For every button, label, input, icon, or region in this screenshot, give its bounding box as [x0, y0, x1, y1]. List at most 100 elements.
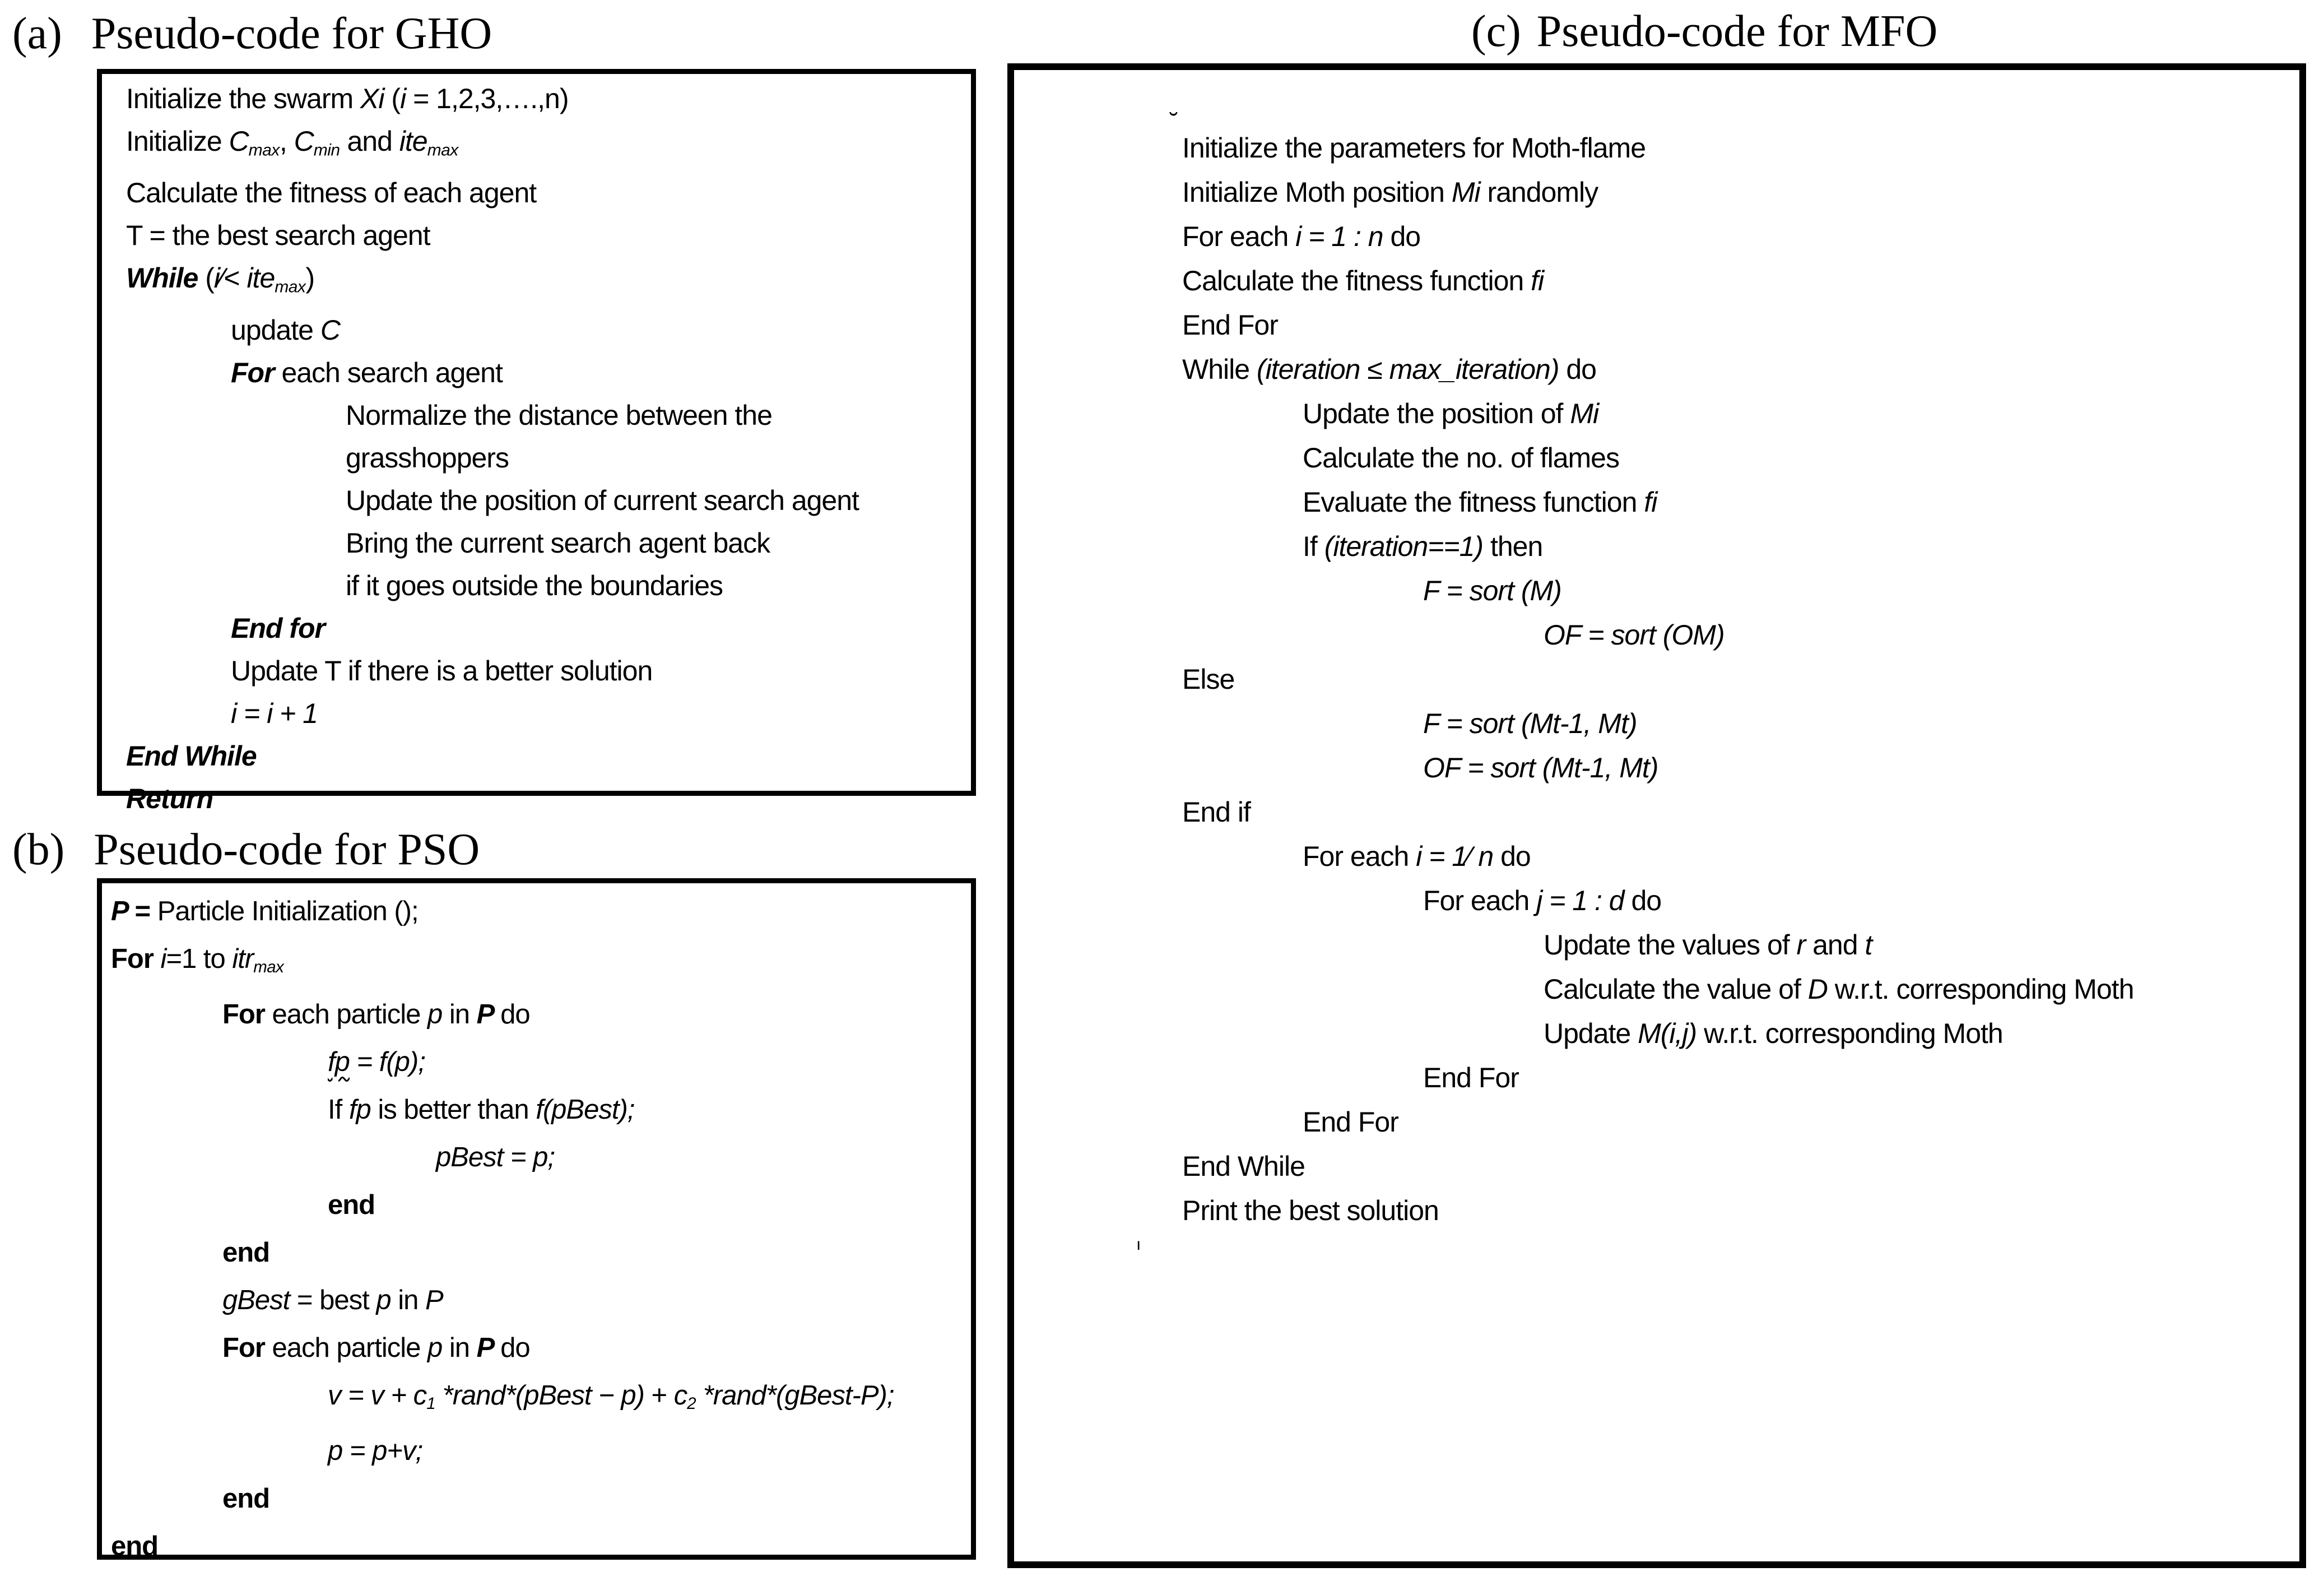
code-segment: i = 1: [1416, 841, 1467, 872]
code-segment: (iteration ≤ max_iteration): [1256, 354, 1560, 385]
code-segment: end: [328, 1190, 375, 1221]
code-segment: do: [1624, 885, 1662, 916]
code-line: End For: [1423, 1056, 2299, 1100]
code-segment: Initialize the swarm: [126, 83, 361, 114]
code-segment: i = 1 : n: [1295, 221, 1383, 252]
code-segment: ⁄: [1467, 841, 1479, 872]
code-segment: max: [253, 958, 284, 977]
code-line: gBest = best p in P: [222, 1277, 971, 1324]
code-segment: Update T if there is a better solution: [231, 655, 653, 687]
scan-artifact: ˘: [1170, 108, 1178, 136]
code-line: For each search agent: [231, 351, 971, 394]
code-segment: P: [111, 896, 135, 926]
code-segment: D: [1807, 973, 1828, 1005]
panel-c-caption: (c)Pseudo-code for MFO: [1471, 4, 1937, 58]
code-segment: end: [111, 1531, 159, 1562]
code-segment: For: [111, 944, 161, 974]
code-line: P = Particle Initialization ();: [111, 888, 971, 935]
panel-b-codebox: P = Particle Initialization (); For i=1 t…: [97, 878, 976, 1561]
code-segment: end: [222, 1483, 270, 1514]
code-segment: t: [1865, 929, 1872, 961]
panel-b-title-text: Pseudo-code for PSO: [94, 825, 480, 874]
code-segment: j = 1 : d: [1536, 885, 1624, 916]
code-segment: Update: [1544, 1018, 1638, 1049]
code-segment: While: [1182, 354, 1257, 385]
code-segment: i: [213, 262, 220, 294]
code-line: if it goes outside the boundaries: [346, 564, 971, 607]
code-segment: grasshoppers: [346, 442, 509, 474]
code-line: End if: [1182, 790, 2299, 834]
code-segment: ): [305, 262, 315, 294]
code-line: grasshoppers: [346, 437, 971, 479]
code-segment: End While: [1182, 1151, 1305, 1182]
code-segment: Update the values of: [1544, 929, 1797, 961]
code-segment: in: [442, 999, 477, 1030]
code-segment: i: [160, 944, 167, 974]
code-segment: fi: [1644, 486, 1657, 518]
panel-c-codebox: Initialize the parameters for Moth-flame…: [1007, 63, 2306, 1568]
code-segment: p: [427, 1333, 443, 1364]
code-segment: i = i + 1: [231, 697, 318, 729]
code-line: OF = sort (OM): [1544, 613, 2299, 657]
code-line: For each particle p in P do: [222, 991, 971, 1038]
code-segment: w.r.t. corresponding Moth: [1696, 1018, 2004, 1049]
code-line: Bring the current search agent back: [346, 522, 971, 564]
code-segment: do: [1559, 354, 1597, 385]
code-segment: Calculate the no. of flames: [1303, 442, 1620, 474]
panel-a-title-text: Pseudo-code for GHO: [91, 9, 492, 58]
panel-b-code: P = Particle Initialization (); For i=1 t…: [102, 883, 971, 1570]
code-segment: v = v + c: [328, 1380, 427, 1411]
code-segment: pBest: [436, 1142, 504, 1173]
code-segment: If: [1303, 531, 1324, 562]
code-segment: Calculate the fitness function: [1182, 265, 1531, 296]
code-segment: w.r.t. corresponding Moth: [1827, 973, 2135, 1005]
code-segment: End For: [1423, 1062, 1519, 1093]
code-line: Else: [1182, 657, 2299, 702]
code-segment: P: [476, 999, 501, 1030]
code-segment: End For: [1303, 1106, 1399, 1138]
code-line: End For: [1303, 1100, 2299, 1144]
code-line: Calculate the value of D w.r.t. correspo…: [1544, 967, 2299, 1012]
code-segment: gBest: [222, 1285, 290, 1316]
code-segment: p: [376, 1285, 391, 1316]
code-line: Update M(i,j) w.r.t. corresponding Moth: [1544, 1012, 2299, 1056]
code-segment: C: [294, 126, 314, 157]
code-line: Calculate the fitness function fi: [1182, 259, 2299, 303]
code-segment: P: [425, 1285, 444, 1316]
code-segment: ite: [247, 262, 275, 294]
code-line: p = p+v;: [328, 1427, 971, 1475]
code-line: Initialize the swarm Xi (i = 1,2,3,….,n): [126, 77, 971, 120]
code-line: OF = sort (Mt-1, Mt): [1423, 746, 2299, 790]
code-segment: c: [673, 1380, 687, 1411]
code-segment: =: [134, 896, 157, 926]
code-line: If fp is better than f(pBest);: [328, 1086, 971, 1134]
code-segment: = 1,2,3,….,n): [406, 83, 569, 114]
code-line: Update the position of Mi: [1303, 392, 2299, 436]
code-segment: if it goes outside the boundaries: [346, 569, 723, 601]
code-segment: =1 to: [166, 944, 233, 974]
code-segment: While: [126, 262, 206, 294]
code-line: End For: [1182, 303, 2299, 347]
code-segment: and: [340, 126, 399, 157]
code-segment: OF = sort (OM): [1544, 619, 1725, 651]
code-line: T = the best search agent: [126, 214, 971, 257]
panel-a-code: Initialize the swarm Xi (i = 1,2,3,….,n)…: [102, 74, 971, 820]
code-segment: each particle: [272, 999, 427, 1030]
panel-b-caption: (b) Pseudo-code for PSO: [12, 823, 480, 877]
code-line: F = sort (Mt-1, Mt): [1423, 702, 2299, 746]
code-segment: = best: [290, 1285, 377, 1316]
code-line: Update T if there is a better solution: [231, 650, 971, 692]
code-line: For each j = 1 : d do: [1423, 879, 2299, 923]
code-line: Normalize the distance between the: [346, 394, 971, 437]
code-segment: ,: [279, 126, 294, 157]
code-segment: +: [651, 1380, 674, 1411]
code-segment: i: [400, 83, 406, 114]
code-segment: end: [222, 1237, 270, 1268]
code-segment: If: [328, 1095, 349, 1125]
code-line: End While: [1182, 1144, 2299, 1189]
panel-b-label: (b): [12, 825, 65, 874]
code-line: F = sort (M): [1423, 569, 2299, 613]
code-segment: in: [442, 1333, 477, 1364]
code-line: While (i⁄< itemax): [126, 257, 971, 308]
code-segment: For: [222, 1333, 272, 1364]
